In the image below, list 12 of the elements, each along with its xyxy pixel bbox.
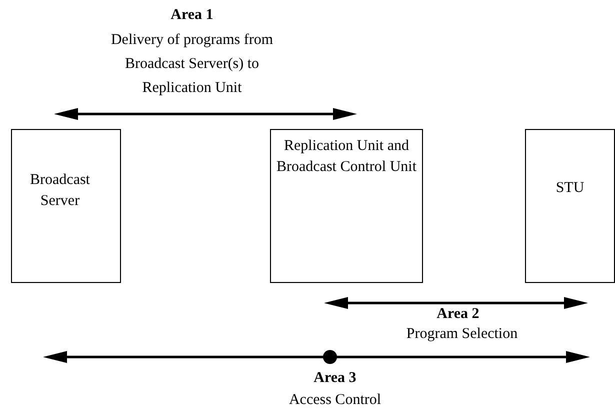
box-label: STU — [554, 179, 586, 198]
area-title: Area 1 — [170, 6, 214, 24]
area-title: Area 2 — [436, 305, 480, 323]
process-box — [11, 129, 121, 283]
box-label: Replication Unit and Broadcast Control Unit — [276, 137, 416, 177]
box-label: Broadcast Server — [29, 171, 91, 211]
area-description: Delivery of programs from Broadcast Server(s) to Replication Unit — [110, 31, 274, 98]
area-title: Area 3 — [312, 369, 358, 387]
process-box — [525, 129, 615, 283]
area-description: Access Control — [288, 391, 382, 410]
process-box — [270, 129, 423, 283]
area-description: Program Selection — [405, 325, 519, 344]
